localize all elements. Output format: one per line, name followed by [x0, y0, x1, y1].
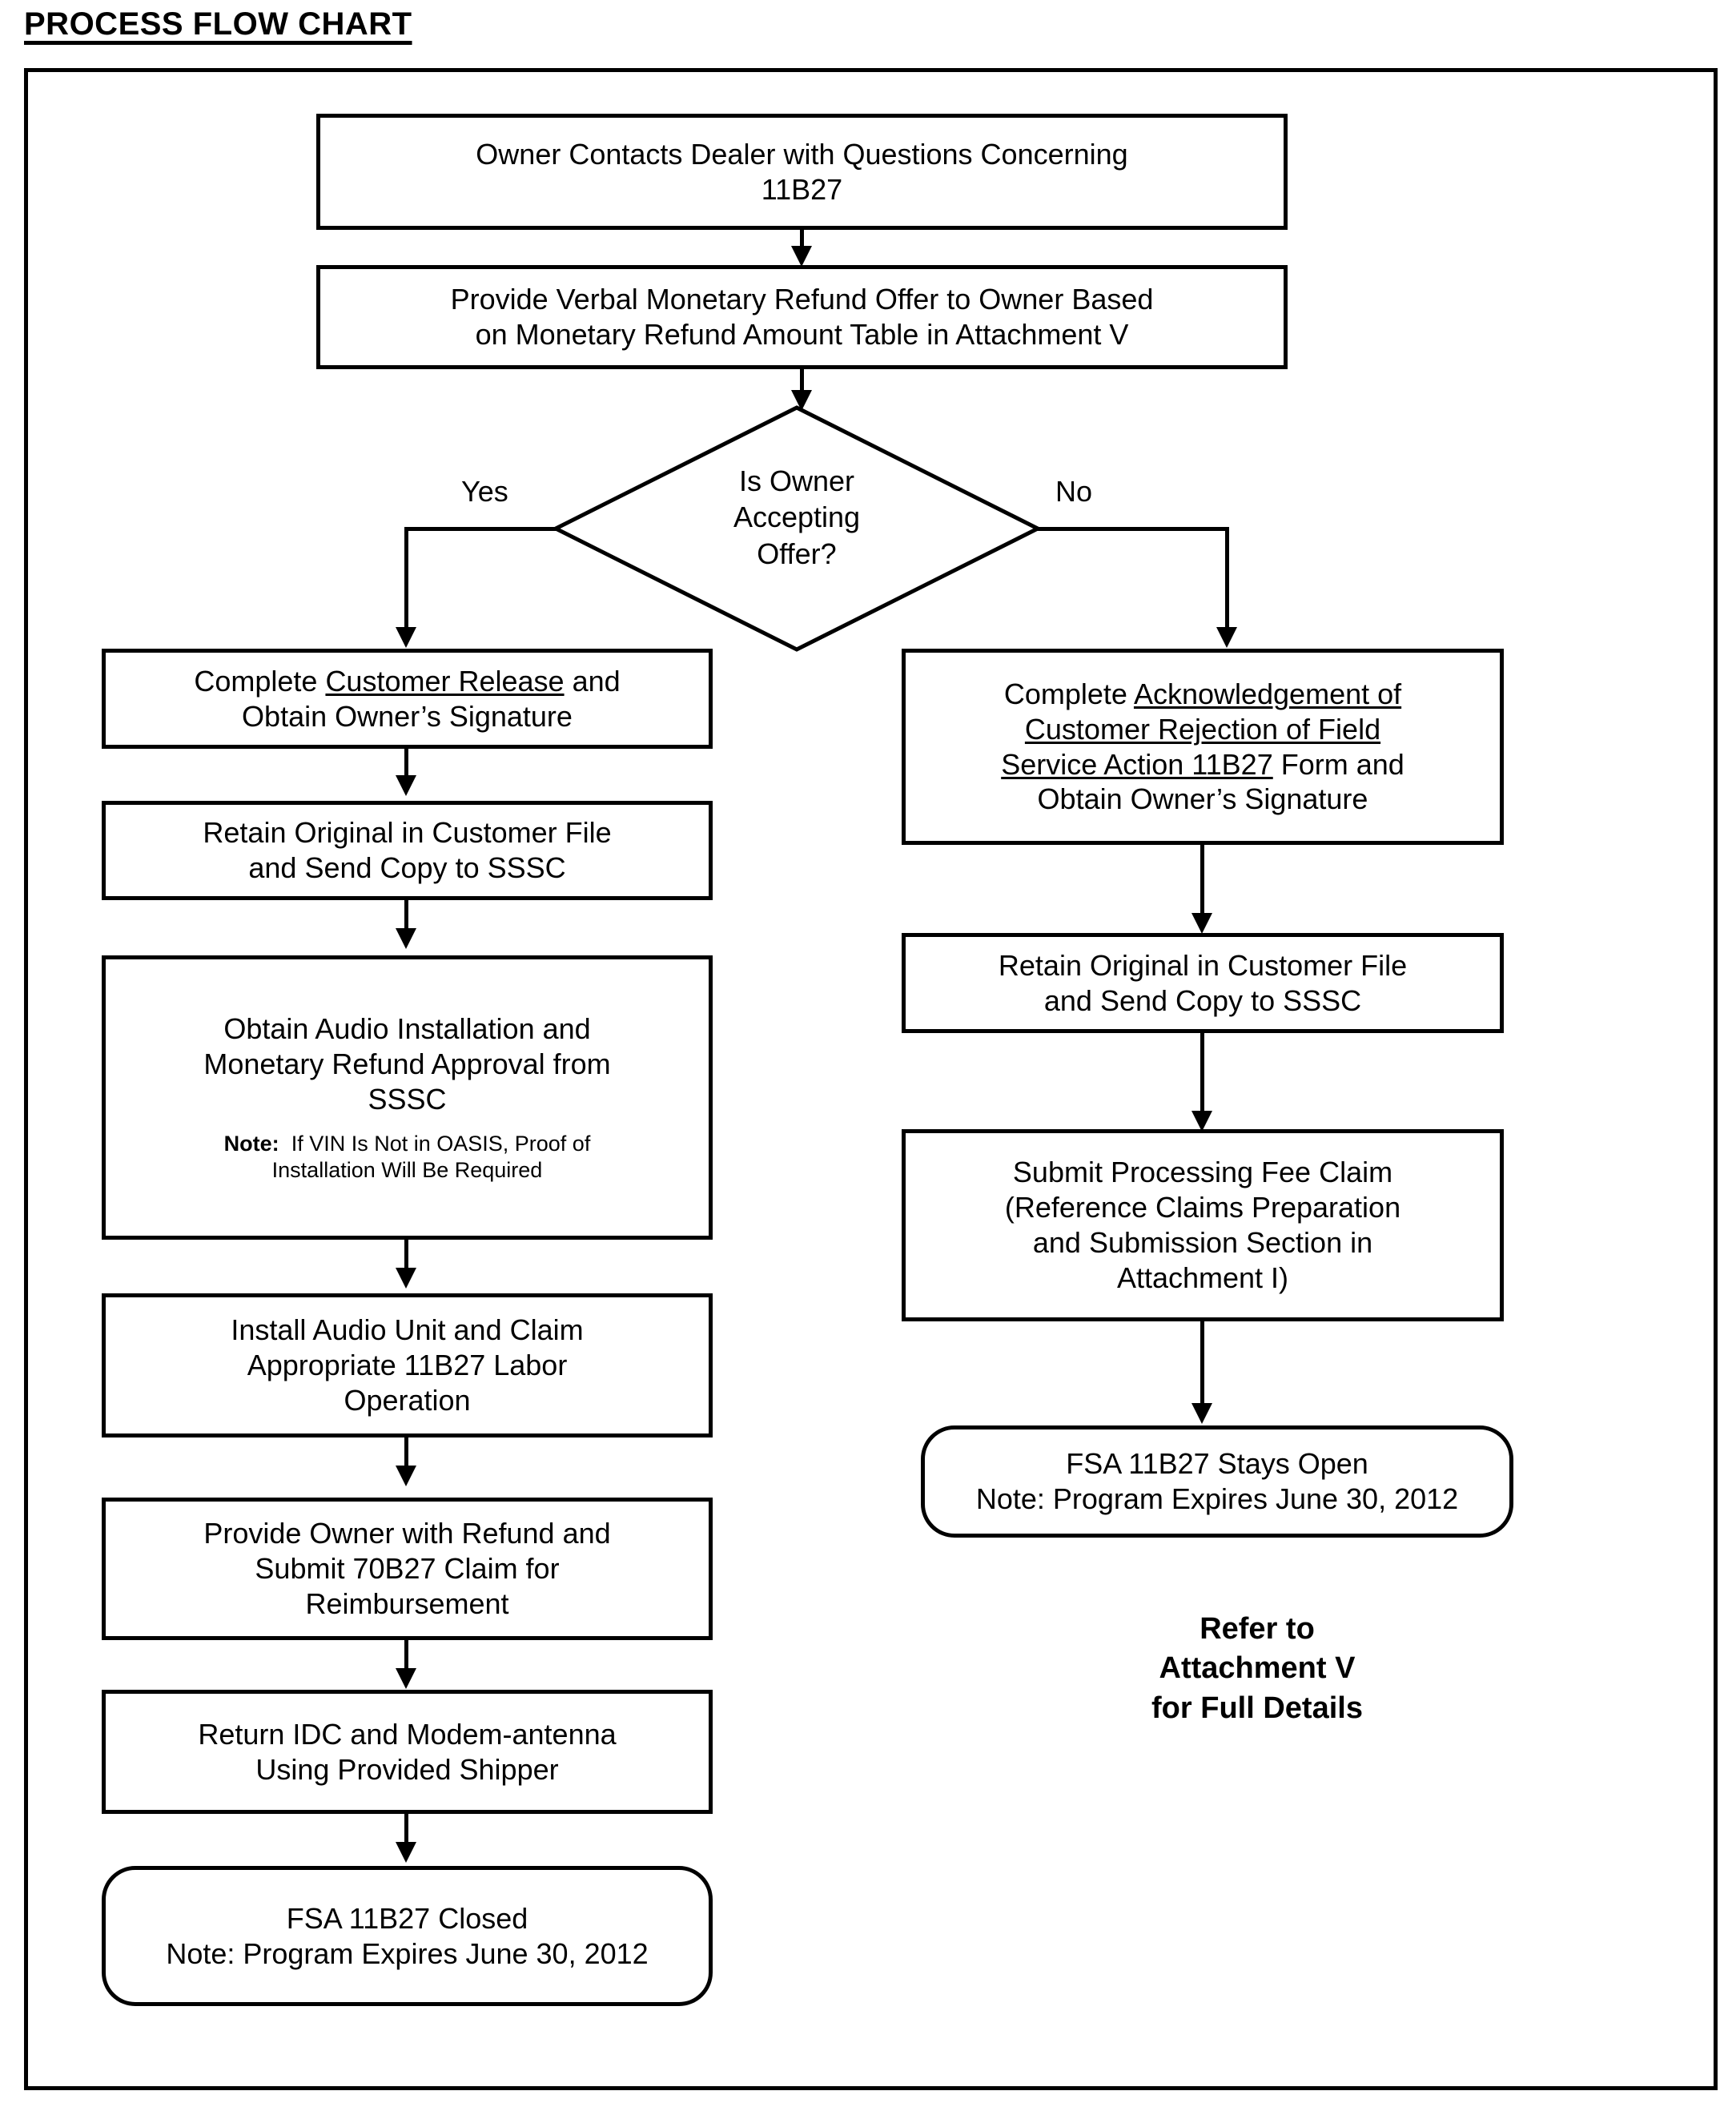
- decision-diamond: [553, 404, 1041, 653]
- connector-no-vertical: [1225, 527, 1229, 631]
- node-provide-refund-submit-claim: Provide Owner with Refund and Submit 70B…: [102, 1498, 713, 1640]
- connector-yes2-to-yes3: [404, 900, 408, 934]
- connector-no-horizontal: [1035, 527, 1229, 531]
- branch-label-yes: Yes: [461, 475, 508, 508]
- node-fsa-closed-note: Note: Program Expires June 30, 2012: [166, 1936, 649, 1970]
- node-submit-fee-line4: Attachment I): [1116, 1261, 1289, 1294]
- page-title: PROCESS FLOW CHART: [24, 6, 412, 42]
- node-start: Owner Contacts Dealer with Questions Con…: [316, 114, 1288, 230]
- node-return-idc-line1: Return IDC and Modem-antenna: [198, 1717, 617, 1751]
- branch-label-no: No: [1055, 475, 1093, 508]
- node-retain-original-no-line2: and Send Copy to SSSC: [1043, 983, 1362, 1017]
- node-fsa-closed: FSA 11B27 Closed Note: Program Expires J…: [102, 1866, 713, 2006]
- node-start-line2: 11B27: [761, 172, 843, 206]
- node-submit-fee-line1: Submit Processing Fee Claim: [1012, 1156, 1393, 1189]
- node-complete-acknowledgement: Complete Acknowledgement of Customer Rej…: [902, 649, 1504, 845]
- refer-note-line3: for Full Details: [1151, 1691, 1363, 1725]
- node-obtain-approval-sssc: Obtain Audio Installation and Monetary R…: [102, 955, 713, 1240]
- node-submit-fee-line2: (Reference Claims Preparation: [1004, 1191, 1401, 1224]
- connector-no1-to-no2: [1200, 845, 1204, 919]
- ack-prefix: Complete: [1003, 677, 1134, 710]
- ack-suffix: Form and: [1272, 747, 1404, 781]
- connector-yes5-to-yes6: [404, 1640, 408, 1674]
- node-ack-line3: Service Action 11B27 Form and: [1001, 747, 1404, 782]
- connector-yes1-to-yes2: [404, 749, 408, 781]
- connector-yes-vertical: [404, 527, 408, 631]
- arrowhead-yes1-to-yes2: [396, 775, 416, 796]
- node-start-line1: Owner Contacts Dealer with Questions Con…: [476, 137, 1128, 171]
- refer-to-attachment-note: Refer to Attachment V for Full Details: [1033, 1610, 1481, 1728]
- node-ack-line4: Obtain Owner’s Signature: [1037, 782, 1368, 816]
- node-retain-original-yes-line2: and Send Copy to SSSC: [248, 851, 566, 884]
- node-install-audio-line2: Appropriate 11B27 Labor: [247, 1349, 568, 1382]
- connector-yes-horizontal: [404, 527, 558, 531]
- arrowhead-start-to-offer: [791, 246, 812, 267]
- node-complete-customer-release: Complete Customer Release and Obtain Own…: [102, 649, 713, 749]
- node-complete-customer-release-line1: Complete Customer Release and: [194, 664, 620, 699]
- node-obtain-approval-line3: SSSC: [368, 1082, 447, 1116]
- node-verbal-offer: Provide Verbal Monetary Refund Offer to …: [316, 265, 1288, 369]
- chart-outer-border: [24, 68, 1718, 2090]
- note-line1: If VIN Is Not in OASIS, Proof of: [291, 1132, 591, 1156]
- connector-yes6-to-closed: [404, 1814, 408, 1850]
- node-retain-original-yes: Retain Original in Customer File and Sen…: [102, 801, 713, 900]
- node-return-idc-modem: Return IDC and Modem-antenna Using Provi…: [102, 1690, 713, 1814]
- arrowhead-no-branch: [1216, 627, 1237, 648]
- connector-offer-to-decision: [800, 369, 804, 398]
- node-fsa-closed-line1: FSA 11B27 Closed: [286, 1901, 528, 1935]
- node-provide-refund-line3: Reimbursement: [305, 1586, 509, 1620]
- crl-prefix: Complete: [194, 664, 326, 698]
- node-install-audio-unit: Install Audio Unit and Claim Appropriate…: [102, 1293, 713, 1437]
- note-line2: Installation Will Be Required: [271, 1158, 543, 1183]
- node-provide-refund-line2: Submit 70B27 Claim for: [255, 1552, 560, 1586]
- connector-yes3-to-yes4: [404, 1240, 408, 1273]
- refer-note-line1: Refer to: [1200, 1612, 1315, 1646]
- node-return-idc-line2: Using Provided Shipper: [255, 1752, 559, 1786]
- node-obtain-approval-line2: Monetary Refund Approval from: [203, 1047, 611, 1080]
- refer-note-line2: Attachment V: [1159, 1651, 1356, 1686]
- node-fsa-open-note: Note: Program Expires June 30, 2012: [975, 1482, 1459, 1515]
- connector-no3-to-open: [1200, 1321, 1204, 1409]
- node-fsa-stays-open: FSA 11B27 Stays Open Note: Program Expir…: [921, 1425, 1513, 1538]
- node-retain-original-no-line1: Retain Original in Customer File: [998, 948, 1408, 982]
- node-install-audio-line3: Operation: [344, 1383, 471, 1417]
- arrowhead-yes3-to-yes4: [396, 1268, 416, 1289]
- connector-no2-to-no3: [1200, 1033, 1204, 1117]
- node-ack-line2: Customer Rejection of Field: [1024, 712, 1381, 746]
- crl-suffix: and: [564, 664, 621, 698]
- node-retain-original-no: Retain Original in Customer File and Sen…: [902, 933, 1504, 1033]
- arrowhead-yes5-to-yes6: [396, 1668, 416, 1689]
- arrowhead-yes4-to-yes5: [396, 1466, 416, 1486]
- connector-start-to-offer: [800, 230, 804, 252]
- arrowhead-no1-to-no2: [1191, 913, 1212, 934]
- arrowhead-no3-to-open: [1191, 1403, 1212, 1424]
- node-install-audio-line1: Install Audio Unit and Claim: [231, 1313, 584, 1347]
- connector-yes4-to-yes5: [404, 1437, 408, 1471]
- node-submit-processing-fee: Submit Processing Fee Claim (Reference C…: [902, 1129, 1504, 1321]
- arrowhead-yes-branch: [396, 627, 416, 648]
- crl-underlined: Customer Release: [325, 664, 565, 698]
- arrowhead-no2-to-no3: [1191, 1111, 1212, 1132]
- arrowhead-yes6-to-closed: [396, 1842, 416, 1863]
- node-fsa-open-line1: FSA 11B27 Stays Open: [1066, 1447, 1368, 1481]
- node-retain-original-yes-line1: Retain Original in Customer File: [203, 816, 612, 850]
- node-verbal-offer-line2: on Monetary Refund Amount Table in Attac…: [475, 318, 1129, 351]
- node-provide-refund-line1: Provide Owner with Refund and: [203, 1517, 611, 1550]
- node-ack-line1: Complete Acknowledgement of: [1004, 677, 1401, 712]
- ack-underlined-1: Acknowledgement of: [1133, 677, 1402, 710]
- note-lead-label: Note:: [223, 1132, 279, 1156]
- node-verbal-offer-line1: Provide Verbal Monetary Refund Offer to …: [450, 283, 1154, 316]
- node-obtain-approval-line1: Obtain Audio Installation and: [223, 1011, 591, 1045]
- ack-underlined-3: Service Action 11B27: [1001, 747, 1273, 781]
- node-submit-fee-line3: and Submission Section in: [1032, 1226, 1373, 1259]
- node-complete-customer-release-line2: Obtain Owner’s Signature: [242, 699, 573, 733]
- arrowhead-yes2-to-yes3: [396, 928, 416, 949]
